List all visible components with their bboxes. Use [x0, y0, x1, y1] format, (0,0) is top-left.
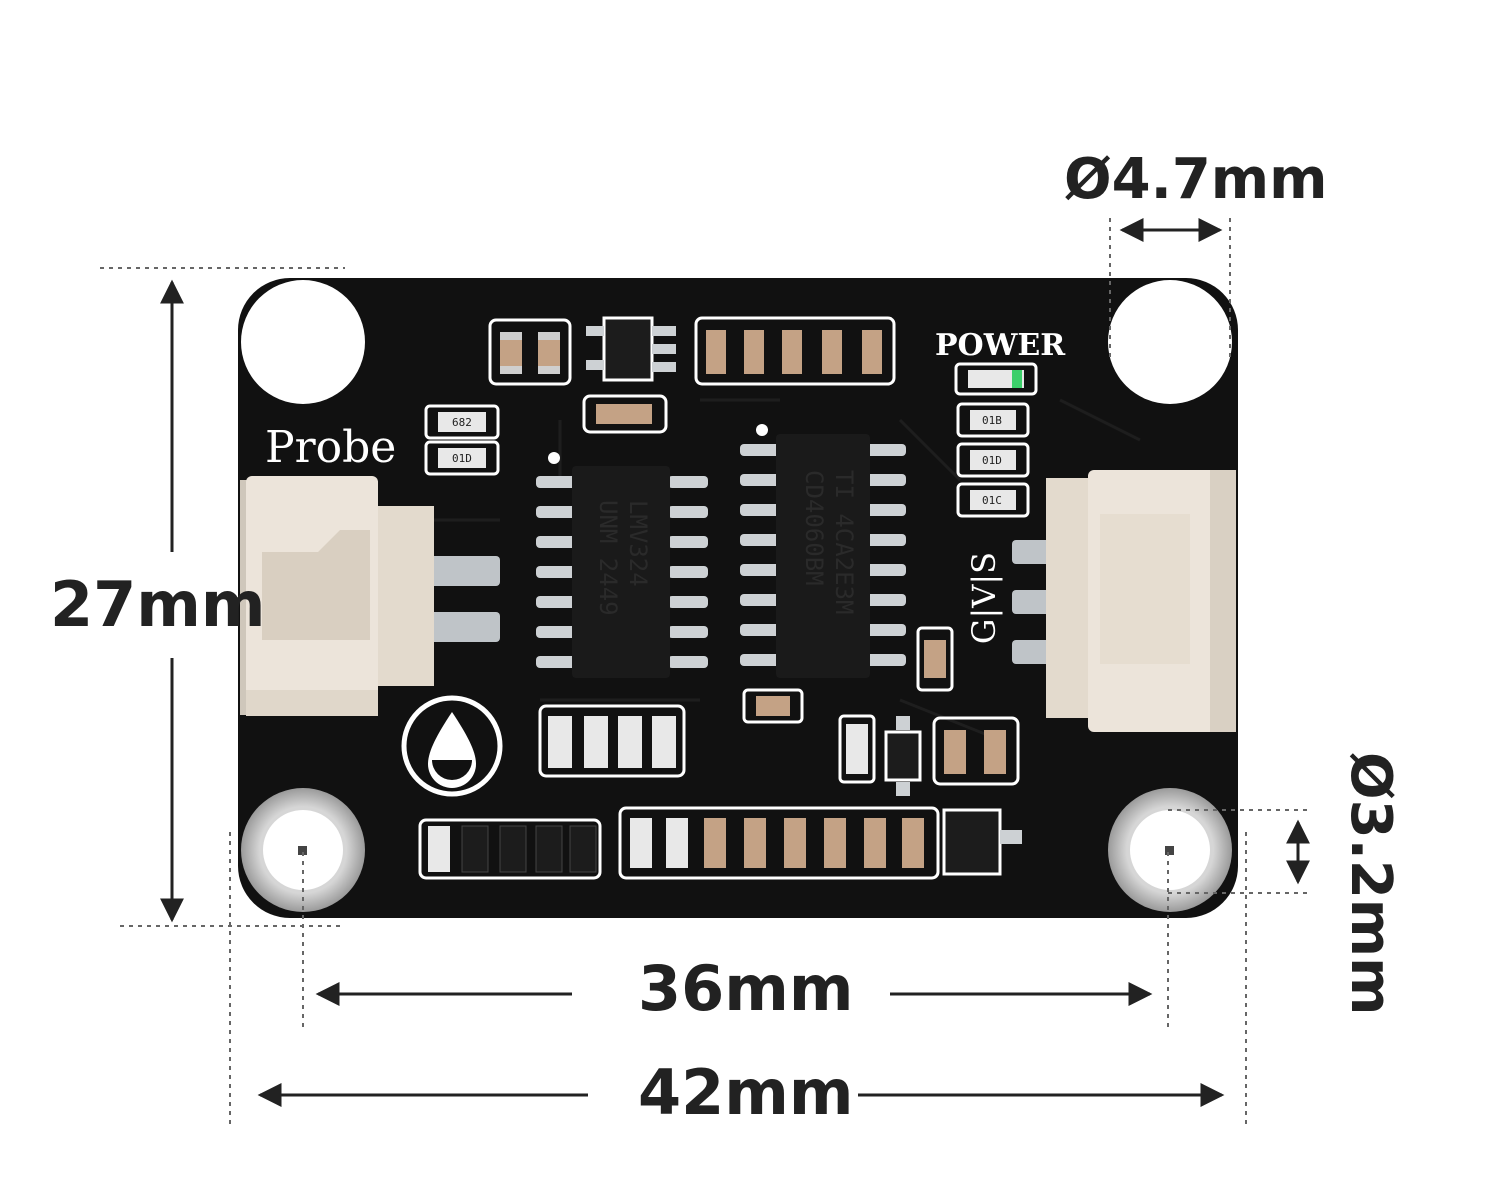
resistor-01d-right: 01D [956, 442, 1030, 478]
mount-hole-bottom-right [1108, 788, 1232, 912]
resistor-01b-code: 01B [982, 414, 1002, 427]
bottom-regulator [942, 808, 1022, 876]
capacitor-right-mid [916, 626, 954, 692]
hole-spacing-label: 36mm [638, 952, 854, 1025]
bottom-resistor-transistor-row [418, 818, 602, 880]
mount-hole-bottom-left [241, 788, 365, 912]
pin-labels: G|V|S [965, 552, 1003, 644]
resistor-01d-left: 01D [424, 440, 500, 476]
width-dimension-label: 42mm [638, 1056, 854, 1129]
mount-hole-top-left [241, 280, 365, 404]
resistor-682: 682 [424, 404, 500, 440]
power-label: POWER [935, 328, 1066, 363]
transistor-top [586, 316, 676, 382]
resistor-682-code: 682 [452, 416, 472, 429]
resistor-group-middle [538, 704, 686, 778]
resistor-01b: 01B [956, 402, 1030, 438]
height-dimension-label: 27mm [50, 568, 266, 641]
ic-lmv324: LMV324 UNM 2449 [536, 452, 708, 678]
power-led [954, 362, 1038, 396]
probe-label: Probe [265, 422, 396, 473]
ic-right-line2: CD4060BM [800, 470, 828, 586]
capacitors-top-left [488, 318, 572, 386]
bottom-capacitor-row [618, 806, 940, 880]
resistor-01d-right-code: 01D [982, 454, 1002, 467]
ic-right-line1: TI 4CA2E3M [830, 470, 858, 615]
ic-left-line1: LMV324 [624, 500, 652, 587]
mount-hole-top-right [1108, 280, 1232, 404]
ic-left-line2: UNM 2449 [594, 500, 622, 616]
resistor-01c-right: 01C [956, 482, 1030, 518]
probe-connector [240, 476, 500, 716]
large-hole-diameter-label: Ø4.7mm [1064, 147, 1328, 212]
output-connector [1012, 470, 1236, 732]
capacitor-mid [742, 688, 804, 724]
capacitor-under-transistor [582, 394, 668, 434]
resistor-01d-code: 01D [452, 452, 472, 465]
water-drop-logo [401, 695, 503, 797]
small-hole-diameter-label: Ø3.2mm [1338, 752, 1403, 1016]
ic-cd4060bm: TI 4CA2E3M CD4060BM [740, 424, 906, 678]
extension-lines [100, 218, 1310, 1124]
resistor-01c-right-code: 01C [982, 494, 1002, 507]
diode-and-resistor [838, 714, 922, 796]
capacitors-top-row [694, 316, 896, 386]
capacitors-right-bottom [932, 716, 1020, 786]
